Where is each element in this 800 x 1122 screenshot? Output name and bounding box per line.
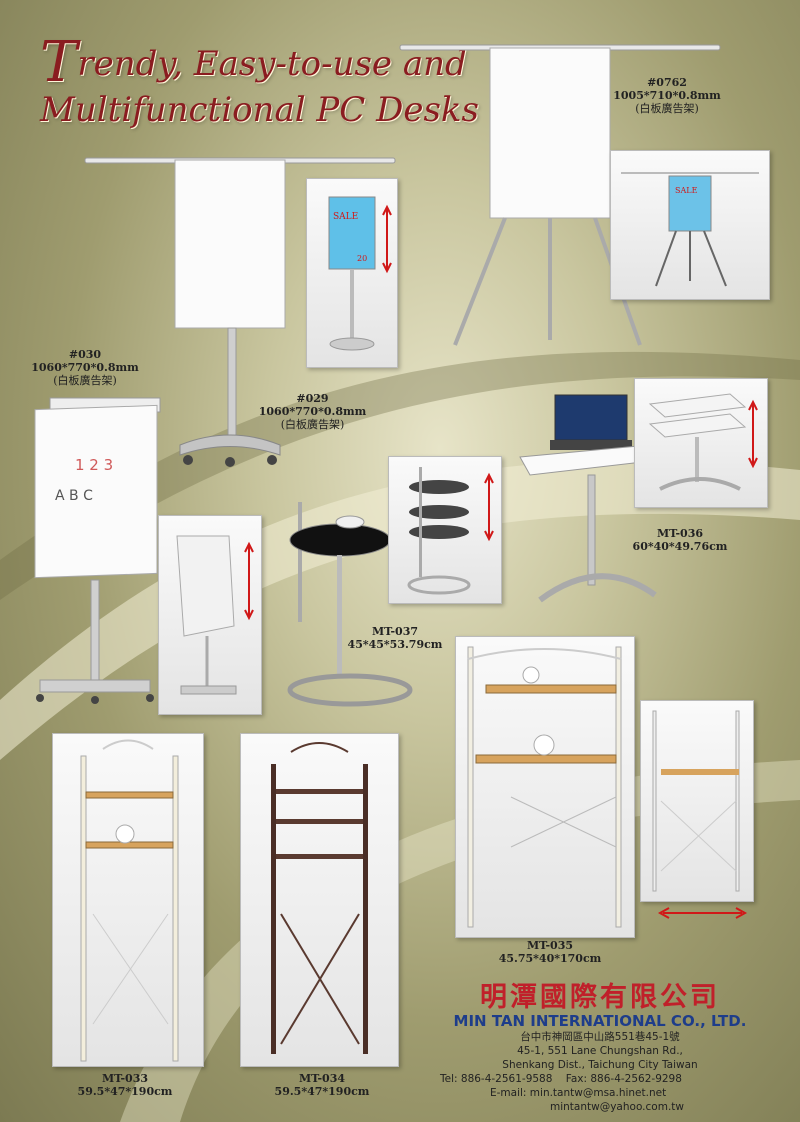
table-mt037-photo [388, 456, 502, 604]
company-name-en: MIN TAN INTERNATIONAL CO., LTD. [453, 1012, 747, 1030]
fax: Fax: 886-4-2562-9298 [565, 1073, 682, 1085]
label-mt033: MT-033 59.5*47*190cm [77, 1072, 173, 1098]
address-en-line1: 45-1, 551 Lane Chungshan Rd., [517, 1045, 683, 1057]
company-info: 明潭國際有限公司 MIN TAN INTERNATIONAL CO., LTD.… [420, 975, 780, 1114]
easel-0762-photo: SALE [610, 150, 770, 300]
page-title: Trendy, Easy-to-use and Multifunctional … [40, 30, 479, 131]
svg-text:SALE: SALE [333, 212, 358, 222]
label-030: #030 1060*770*0.8mm (白板廣告架) [31, 348, 139, 387]
phone-fax: Tel: 886-4-2561-9588 Fax: 886-4-2562-929… [420, 1072, 780, 1086]
label-0762: #0762 1005*710*0.8mm (白板廣告架) [613, 76, 721, 115]
svg-text:20: 20 [357, 254, 367, 263]
address-en-line2: Shenkang Dist., Taichung City Taiwan [502, 1059, 698, 1071]
table-mt037-image [287, 502, 413, 707]
label-mt036: MT-036 60*40*49.76cm [632, 527, 728, 553]
flipchart-image: 1 2 3 A B C [34, 397, 161, 704]
table-mt036-photo [634, 378, 768, 508]
sign-029-photo: SALE 20 [306, 178, 398, 368]
label-mt035: MT-035 45.75*40*170cm [498, 939, 602, 965]
flipchart-folded-photo [158, 515, 262, 715]
label-029: #029 1060*770*0.8mm (白板廣告架) [258, 392, 367, 431]
whiteboard-030-image [84, 157, 396, 467]
rack-mt035-small-photo [640, 700, 754, 902]
label-mt034: MT-034 59.5*47*190cm [274, 1072, 370, 1098]
phone: Tel: 886-4-2561-9588 [440, 1073, 553, 1085]
label-mt037: MT-037 45*45*53.79cm [347, 625, 443, 651]
table-mt036-image [519, 394, 661, 603]
svg-text:1 2 3: 1 2 3 [75, 456, 113, 474]
rack-mt033-photo [52, 733, 204, 1067]
rack-mt034-photo [240, 733, 399, 1067]
address-cn: 台中市神岡區中山路551巷45-1號 [520, 1031, 680, 1043]
company-name-cn: 明潭國際有限公司 [480, 982, 720, 1013]
svg-text:A B C: A B C [55, 488, 93, 504]
email-1: E-mail: min.tantw@msa.hinet.net [490, 1087, 667, 1099]
email-2: mintantw@yahoo.com.tw [550, 1101, 684, 1113]
svg-text:SALE: SALE [675, 186, 698, 195]
rack-mt035-photo [455, 636, 635, 938]
width-arrow-icon [657, 907, 748, 919]
